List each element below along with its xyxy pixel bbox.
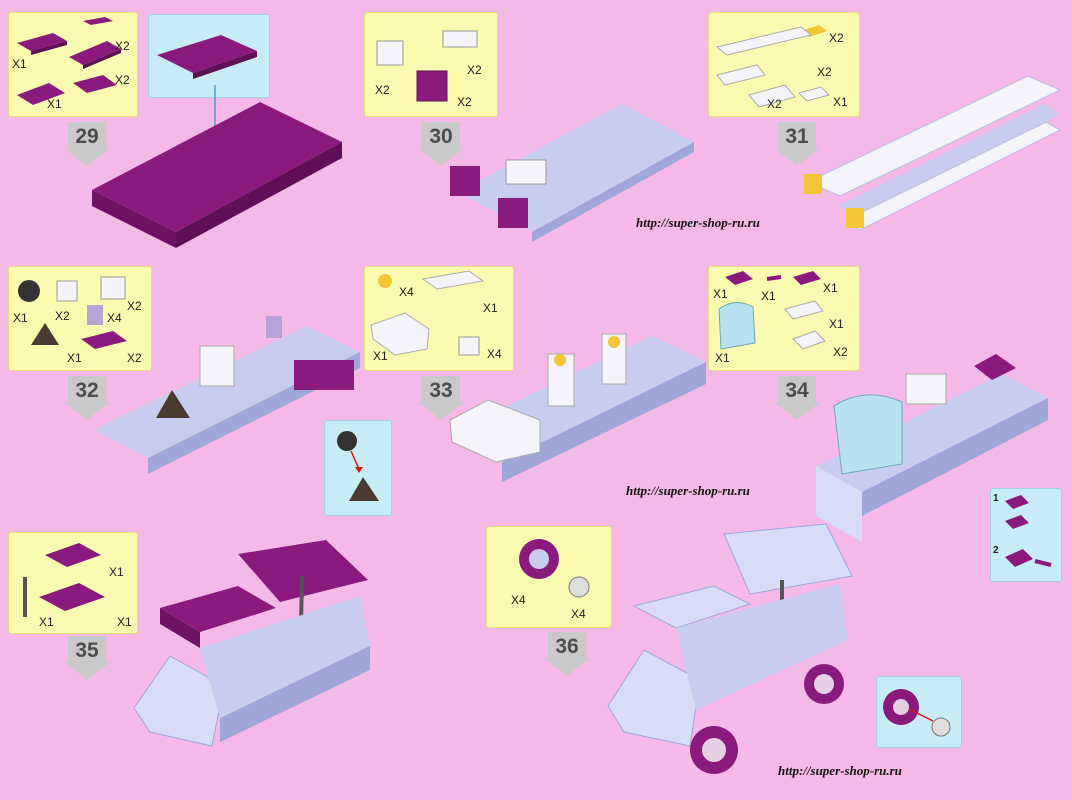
- callout-36-graphic: [883, 689, 951, 737]
- qty-label: X2: [127, 299, 142, 313]
- qty-label: X2: [115, 39, 130, 53]
- watermark-url: http://super-shop-ru.ru: [626, 483, 750, 498]
- parts-36-graphic: [519, 539, 590, 598]
- watermark-url: http://super-shop-ru.ru: [636, 215, 760, 230]
- parts-panel-30: X2 X2 X2: [364, 12, 498, 117]
- qty-label: X2: [833, 345, 848, 359]
- callout-34: 1 2: [990, 488, 1062, 582]
- step-number-34: 34: [774, 376, 820, 420]
- callout-34-graphic: [1005, 495, 1052, 567]
- callout-36: [876, 676, 962, 748]
- qty-label: X2: [55, 309, 70, 323]
- step-number-label: 31: [785, 125, 809, 148]
- qty-label: X1: [109, 565, 124, 579]
- qty-label: X1: [117, 615, 132, 629]
- qty-label: X2: [375, 83, 390, 97]
- step-number-32: 32: [64, 376, 110, 420]
- model-step-29: [92, 85, 342, 248]
- step-number-29: 29: [64, 122, 110, 166]
- parts-32-graphic: [18, 276, 127, 349]
- parts-34-graphic: [718, 271, 826, 350]
- step-number-label: 29: [75, 125, 99, 148]
- qty-label: X2: [829, 31, 844, 45]
- qty-label: X2: [457, 95, 472, 109]
- step-number-label: 33: [429, 379, 453, 402]
- parts-panel-29: X1 X2 X2 X1: [8, 12, 138, 117]
- substep-number: 2: [993, 545, 999, 556]
- substep-number: 1: [993, 493, 999, 504]
- qty-label: X4: [487, 347, 502, 361]
- model-step-33: [448, 333, 706, 482]
- callout-29: [148, 14, 270, 98]
- model-step-30: [450, 104, 694, 242]
- qty-label: X2: [467, 63, 482, 77]
- parts-35-graphic: [23, 543, 105, 617]
- qty-label: X1: [483, 301, 498, 315]
- qty-label: X1: [39, 615, 54, 629]
- step-number-30: 30: [418, 122, 464, 166]
- qty-label: X2: [115, 73, 130, 87]
- qty-label: X1: [833, 95, 848, 109]
- qty-label: X1: [829, 317, 844, 331]
- parts-29-graphic: [17, 17, 121, 105]
- qty-label: X2: [817, 65, 832, 79]
- qty-label: X1: [713, 287, 728, 301]
- model-step-34: [816, 354, 1048, 542]
- qty-label: X1: [47, 97, 62, 111]
- callout-29-graphic: [157, 35, 257, 79]
- qty-label: X4: [571, 607, 586, 621]
- watermark-url: http://super-shop-ru.ru: [778, 763, 902, 778]
- step-number-label: 35: [75, 639, 99, 662]
- qty-label: X2: [127, 351, 142, 365]
- callout-32: [324, 420, 392, 516]
- parts-33-graphic: [370, 270, 485, 356]
- step-number-35: 35: [64, 636, 110, 680]
- model-step-32: [94, 316, 360, 474]
- qty-label: X1: [67, 351, 82, 365]
- step-number-label: 30: [429, 125, 453, 148]
- step-number-label: 34: [785, 379, 809, 402]
- parts-31-graphic: [715, 25, 830, 108]
- callout-32-graphic: [337, 431, 379, 501]
- parts-panel-36: X4 X4: [486, 526, 612, 628]
- model-step-36: [607, 523, 853, 774]
- step-number-33: 33: [418, 376, 464, 420]
- parts-panel-31: X2 X2 X2 X1: [708, 12, 860, 117]
- qty-label: X2: [767, 97, 782, 111]
- parts-panel-32: X1 X2 X4 X2 X1 X2: [8, 266, 152, 371]
- step-number-label: 36: [555, 635, 579, 658]
- qty-label: X1: [823, 281, 838, 295]
- parts-30-graphic: [376, 30, 478, 102]
- step-number-31: 31: [774, 122, 820, 166]
- qty-label: X4: [399, 285, 414, 299]
- qty-label: X1: [715, 351, 730, 365]
- qty-label: X4: [107, 311, 122, 325]
- qty-label: X1: [761, 289, 776, 303]
- qty-label: X1: [373, 349, 388, 363]
- step-number-label: 32: [75, 379, 99, 402]
- model-step-35: [133, 540, 370, 747]
- parts-panel-34: X1 X1 X1 X1 X1 X2: [708, 266, 860, 371]
- qty-label: X1: [12, 57, 27, 71]
- model-step-31: [804, 75, 1062, 231]
- qty-label: X4: [511, 593, 526, 607]
- parts-panel-35: X1 X1 X1: [8, 532, 138, 634]
- step-number-36: 36: [544, 632, 590, 676]
- qty-label: X1: [13, 311, 28, 325]
- parts-panel-33: X4 X1 X1 X4: [364, 266, 514, 371]
